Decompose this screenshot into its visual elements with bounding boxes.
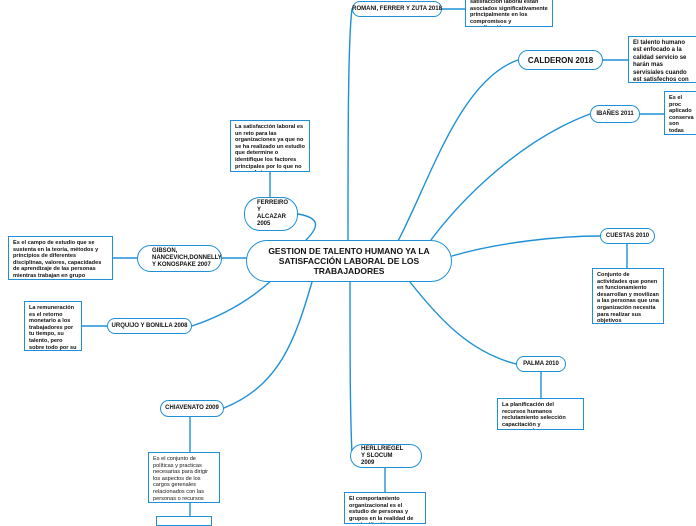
note-calderon: El talento humano est enfocado a la cali…: [628, 36, 696, 83]
link-palma: [409, 281, 517, 365]
node-romani[interactable]: ROMANI, FERRER Y ZUTA 2018: [352, 1, 442, 17]
note-palma: La planificación del recursos humanos re…: [497, 398, 584, 430]
note-calderon-text: El talento humano est enfocado a la cali…: [633, 40, 689, 83]
node-ibanes-label: IBAÑES 2011: [596, 110, 634, 117]
link-cuestas: [451, 235, 601, 257]
node-herllriegel-label: HERLLRIEGEL Y SLOCUM 2009: [361, 445, 404, 466]
note-chiavenato-text: Es el conjunto de políticas y practicas …: [153, 456, 209, 502]
node-ferreiro[interactable]: FERREIRO Y ALCAZAR 2005: [244, 197, 298, 231]
node-calderon[interactable]: CALDERON 2018: [518, 50, 603, 70]
link-chiavenato: [223, 281, 313, 409]
node-ferreiro-label: FERREIRO Y ALCAZAR 2005: [257, 200, 289, 227]
node-herllriegel[interactable]: HERLLRIEGEL Y SLOCUM 2009: [350, 444, 422, 468]
note-ibanes-text: Es el proc aplicado conserva son todas e…: [669, 95, 694, 134]
node-cuestas[interactable]: CUESTAS 2010: [600, 228, 655, 244]
node-palma[interactable]: PALMA 2010: [516, 356, 566, 372]
note-chiavenato: Es el conjunto de políticas y practicas …: [148, 452, 220, 503]
note-ferreiro: La satisfacción laboral es un reto para …: [230, 120, 310, 172]
note-cuestas-text: Conjunto de actividades que ponen en fun…: [597, 272, 659, 324]
central-topic[interactable]: GESTION DE TALENTO HUMANO YA LA SATISFAC…: [246, 240, 452, 282]
link-romani: [347, 8, 353, 241]
note-urquijo: La remuneración es el retorno monetario …: [24, 301, 82, 351]
link-ibanes: [427, 113, 591, 245]
node-chiavenato-label: CHIAVENATO 2009: [165, 405, 219, 411]
node-gibson-label: GIBSON, NANCEVICH,DONNELLY Y KONOSPAKE 2…: [152, 248, 222, 268]
node-calderon-label: CALDERON 2018: [527, 55, 594, 65]
node-gibson[interactable]: GIBSON, NANCEVICH,DONNELLY Y KONOSPAKE 2…: [137, 245, 222, 272]
note-herllriegel: El comportamiento organizacional es el e…: [344, 492, 426, 524]
node-palma-label: PALMA 2010: [523, 360, 559, 367]
note-ibanes: Es el proc aplicado conserva son todas e…: [664, 91, 696, 135]
link-herllriegel: [349, 281, 353, 456]
central-topic-label: GESTION DE TALENTO HUMANO YA LA SATISFAC…: [268, 246, 430, 276]
node-urquijo-label: URQUIJO Y BONILLA 2008: [111, 322, 188, 329]
note-romani: satisfacción laboral están asociados sig…: [465, 0, 553, 27]
node-chiavenato[interactable]: CHIAVENATO 2009: [160, 400, 224, 417]
note-urquijo-text: La remuneración es el retorno monetario …: [29, 305, 77, 351]
link-calderon: [397, 59, 519, 242]
link-urquijo: [191, 279, 273, 327]
node-cuestas-label: CUESTAS 2010: [605, 232, 650, 239]
note-palma-text: La planificación del recursos humanos re…: [502, 402, 566, 429]
link-ferreiro: [297, 213, 317, 241]
note-ferreiro-text: La satisfacción laboral es un reto para …: [235, 124, 305, 171]
note-chiavenato-extra: [156, 516, 212, 526]
note-cuestas: Conjunto de actividades que ponen en fun…: [592, 268, 664, 324]
node-ibanes[interactable]: IBAÑES 2011: [590, 105, 640, 123]
note-romani-text: satisfacción laboral están asociados sig…: [470, 0, 548, 26]
node-urquijo[interactable]: URQUIJO Y BONILLA 2008: [107, 318, 192, 334]
note-gibson-text: Es el campo de estudio que se sustenta e…: [13, 240, 102, 279]
node-romani-label: ROMANI, FERRER Y ZUTA 2018: [352, 5, 442, 12]
note-gibson: Es el campo de estudio que se sustenta e…: [8, 236, 113, 280]
